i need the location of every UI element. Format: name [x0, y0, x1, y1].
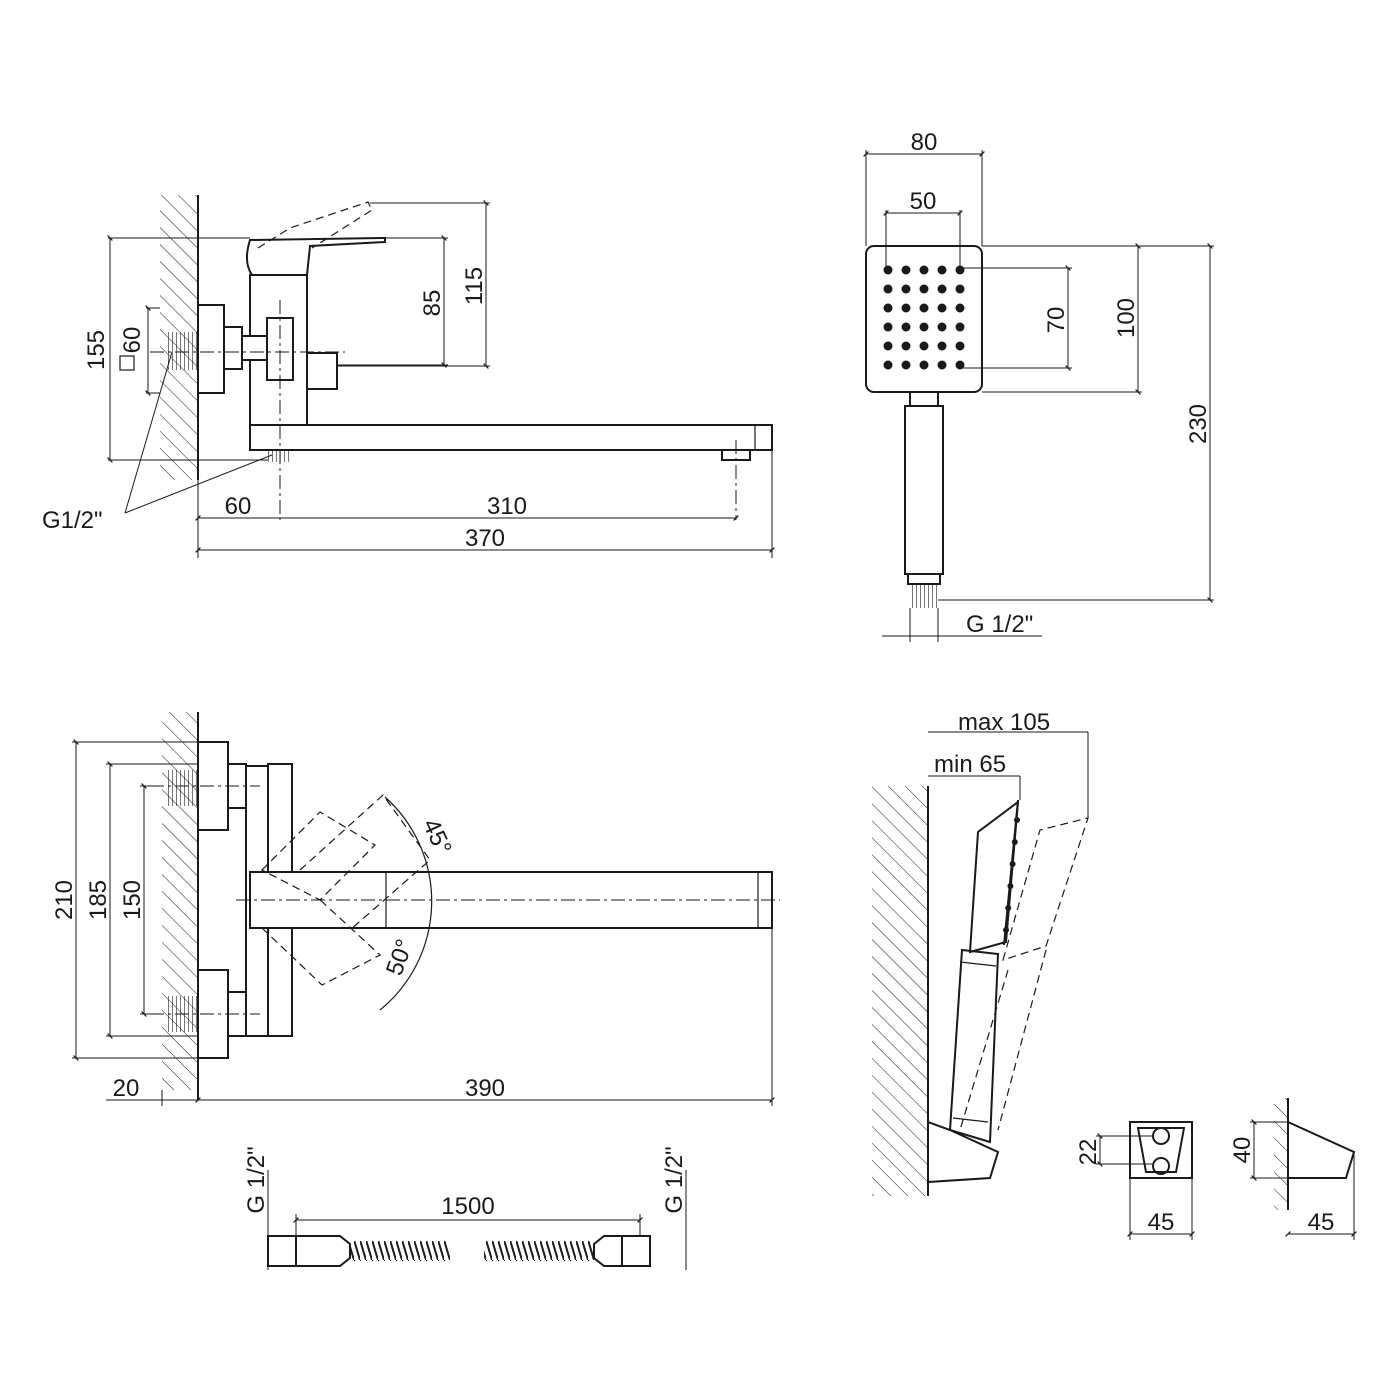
dim-150: 150 [119, 880, 146, 920]
nozzle-dot [937, 322, 947, 332]
faucet-side-view: 155 60 85 115 60 310 370 G1/2" [42, 195, 775, 558]
nozzle-dot [955, 360, 965, 370]
holder-dim-40: 40 [1229, 1137, 1256, 1164]
dim-60: 60 [225, 493, 252, 520]
holder-profile-view: 40 45 [1229, 1098, 1357, 1240]
nozzle-dot [937, 303, 947, 313]
nozzle-dot [937, 360, 947, 370]
holder-nozzle-dot [1003, 927, 1009, 933]
holder-front-view: 22 45 [1075, 1121, 1195, 1240]
dim-60-square: 60 [119, 327, 146, 354]
wall-hatch-top [162, 712, 198, 1090]
hose-thread-left: G 1/2" [243, 1146, 270, 1213]
dim-230: 230 [1185, 404, 1212, 444]
nozzle-dot [937, 341, 947, 351]
nozzle-dot [955, 303, 965, 313]
dim-80: 80 [911, 129, 938, 156]
nozzle-dot [919, 303, 929, 313]
wall-thread [165, 332, 198, 370]
hose-view: 1500 G 1/2" G 1/2" [243, 1146, 688, 1270]
dim-210: 210 [51, 880, 78, 920]
nozzle-dot [919, 360, 929, 370]
dim-50: 50 [910, 188, 937, 215]
holder-front-dim-45: 45 [1148, 1209, 1175, 1236]
hose-coil-right [484, 1241, 594, 1261]
nozzle-dot [883, 341, 893, 351]
holder-nozzle-dot [1009, 861, 1016, 867]
holder-nozzle-dot [1014, 817, 1020, 823]
nozzle-dot [901, 322, 911, 332]
nozzle-grid [883, 265, 965, 370]
angle-50: 50° [381, 936, 419, 979]
nozzle-dot [955, 341, 965, 351]
dim-185: 185 [85, 880, 112, 920]
holder-profile-dim-45: 45 [1308, 1209, 1335, 1236]
nozzle-dot [901, 284, 911, 294]
dim-390: 390 [465, 1075, 505, 1102]
thread-label: G1/2" [42, 507, 103, 534]
holder-dim-22: 22 [1075, 1139, 1102, 1166]
nozzle-dot [901, 360, 911, 370]
nozzle-dot [901, 341, 911, 351]
nozzle-dot [901, 303, 911, 313]
hose-thread-right: G 1/2" [661, 1146, 688, 1213]
dim-20: 20 [113, 1075, 140, 1102]
holder-nozzle-dot [1005, 905, 1012, 911]
dim-310: 310 [487, 493, 527, 520]
hose-length: 1500 [441, 1193, 494, 1220]
nozzle-dot [883, 265, 893, 275]
nozzle-dot [883, 303, 893, 313]
nozzle-dot [883, 284, 893, 294]
holder-min: min 65 [934, 751, 1006, 778]
nozzle-dot [883, 322, 893, 332]
holder-side-view: max 105 min 65 [872, 709, 1089, 1196]
dim-115: 115 [461, 267, 488, 305]
dim-100: 100 [1113, 298, 1140, 338]
dim-70: 70 [1043, 307, 1070, 334]
holder-nozzle-dot [1007, 883, 1014, 889]
nozzle-dot [883, 360, 893, 370]
nozzle-dot [919, 284, 929, 294]
dim-155: 155 [83, 330, 110, 370]
hose-coil-left [350, 1241, 450, 1261]
nozzle-dot [955, 284, 965, 294]
dim-370: 370 [465, 525, 505, 552]
shower-thread [910, 584, 938, 608]
holder-nozzle-dot [1011, 839, 1018, 845]
nozzle-dot [901, 265, 911, 275]
nozzle-dot [955, 322, 965, 332]
hand-shower-view: 80 50 70 100 230 G 1/2" [863, 129, 1214, 642]
nozzle-dot [937, 284, 947, 294]
faucet-top-view: 45° 50° 210 185 150 20 390 [51, 712, 780, 1106]
dim-85: 85 [419, 290, 446, 317]
shower-thread-label: G 1/2" [966, 611, 1033, 638]
nozzle-dot [919, 322, 929, 332]
nozzle-dot [919, 265, 929, 275]
nozzle-dot [937, 265, 947, 275]
holder-max: max 105 [958, 709, 1050, 736]
nozzle-dot [919, 341, 929, 351]
